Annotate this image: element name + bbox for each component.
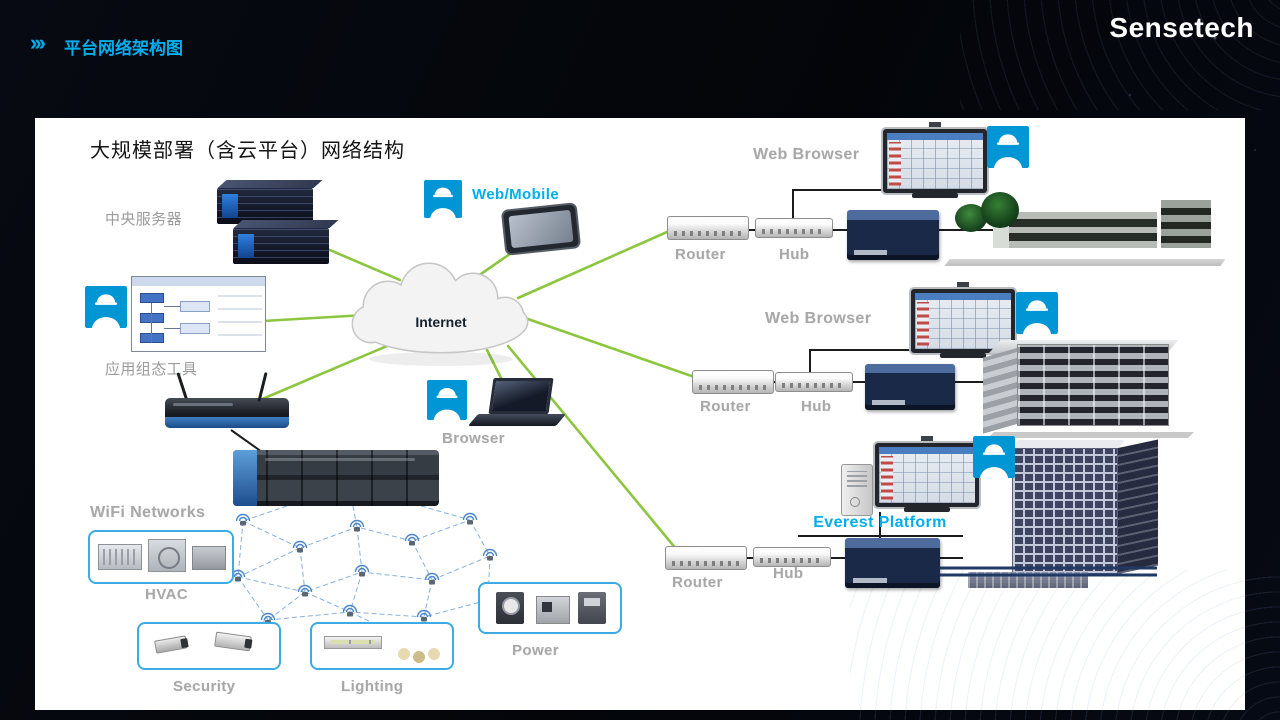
operator-icon: [427, 380, 467, 420]
diagram-panel: 大规模部署（含云平台）网络结构 中央服务器 Web/Mobile: [35, 118, 1245, 710]
operator-icon: [973, 436, 1015, 478]
web-browser-monitor: [911, 282, 1015, 358]
security-box: [137, 622, 281, 670]
camera-icon: [214, 631, 252, 652]
operator-icon: [424, 180, 462, 218]
hvac-unit-icon: [98, 544, 142, 570]
operator-icon: [85, 286, 127, 328]
hub-device: [775, 372, 853, 392]
hub-label: Hub: [773, 565, 804, 582]
everest-monitor: [875, 436, 979, 512]
central-server-image: [207, 176, 337, 276]
meter-icon: [496, 592, 524, 624]
hub-label: Hub: [801, 398, 832, 415]
panel-icon: [536, 596, 570, 624]
hvac-fan-icon: [148, 539, 186, 572]
hvac-unit-icon: [192, 546, 226, 570]
web-browser-monitor: [883, 122, 987, 198]
lighting-box: [310, 622, 454, 670]
central-server-label: 中央服务器: [105, 211, 183, 228]
browser-label: Browser: [442, 430, 505, 447]
controller-device: [845, 538, 940, 588]
hub-label: Hub: [779, 246, 810, 263]
hvac-box: [88, 530, 234, 584]
tree-icon: [981, 192, 1019, 228]
power-label: Power: [512, 642, 560, 659]
config-tool-screenshot: [131, 276, 266, 352]
router-label: Router: [700, 398, 751, 415]
building-office: [983, 340, 1198, 438]
router-label: Router: [675, 246, 726, 263]
router-device: [667, 216, 749, 240]
controller-device: [865, 364, 955, 410]
hub-device: [753, 547, 831, 567]
router-label: Router: [672, 574, 723, 591]
wireless-router-image: [165, 370, 289, 428]
internet-label: Internet: [415, 314, 467, 330]
mesh-nodes: [230, 512, 498, 626]
security-label: Security: [173, 678, 236, 695]
lighting-label: Lighting: [341, 678, 404, 695]
building-industrial: [944, 188, 1226, 266]
everest-platform-label: Everest Platform: [813, 514, 947, 531]
wifi-networks-label: WiFi Networks: [90, 504, 206, 521]
lamps-icon: [396, 630, 442, 664]
camera-icon: [154, 635, 188, 654]
server-tower-image: [841, 464, 873, 516]
operator-icon: [987, 126, 1029, 168]
router-device: [692, 370, 774, 394]
building-highrise: [968, 434, 1176, 588]
internet-cloud: Internet: [333, 256, 548, 368]
web-mobile-label: Web/Mobile: [472, 186, 560, 203]
laptop-image: [473, 378, 563, 428]
brand-logo: Sensetech: [1109, 12, 1254, 43]
router-device: [665, 546, 747, 570]
chevrons-icon: ›››: [30, 30, 46, 55]
controller-device: [847, 210, 939, 260]
power-box: [478, 582, 622, 634]
controller-rack-image: [233, 450, 439, 506]
hub-device: [755, 218, 833, 238]
meter-icon: [578, 592, 606, 624]
page-title: 平台网络架构图: [64, 39, 183, 58]
diagram-title: 大规模部署（含云平台）网络结构: [90, 140, 405, 162]
web-browser-label: Web Browser: [753, 146, 860, 163]
tablet-image: [500, 202, 582, 256]
operator-icon: [1016, 292, 1058, 334]
web-browser-label: Web Browser: [765, 310, 872, 327]
light-fixture-icon: [324, 636, 382, 649]
hvac-label: HVAC: [145, 586, 188, 603]
